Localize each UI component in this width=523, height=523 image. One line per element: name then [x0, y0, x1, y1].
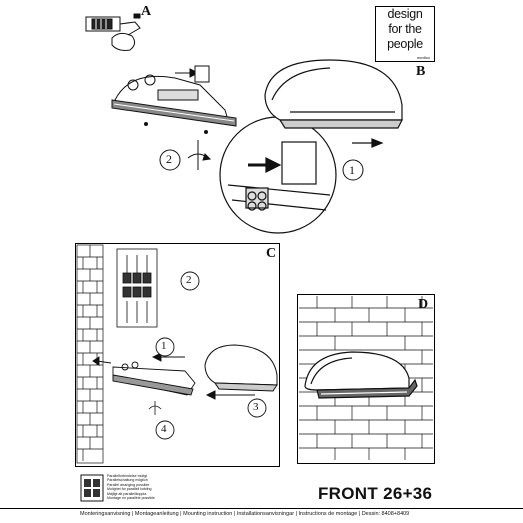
step-c-number-4: 4 [161, 423, 167, 435]
step-c-number-3: 3 [253, 401, 259, 413]
note-fr: Montage en parallèle possible [107, 496, 155, 501]
panel-c-base [92, 352, 196, 396]
panel-c-hood [204, 344, 278, 400]
step-label-c: C [266, 246, 277, 261]
brand-logo: design for the people nordlux [375, 6, 435, 62]
mounting-illustration-top [85, 13, 403, 234]
rotate-screw-sketch [187, 140, 212, 170]
panel-d-illustration [299, 296, 433, 460]
step-number-2: 2 [166, 152, 172, 166]
brand-line-2: for the [388, 22, 422, 36]
brick-wall-left [76, 244, 104, 464]
footer-text: Monteringsanvisning | Montageanleitung |… [80, 511, 410, 517]
detail-zoom-circle [219, 116, 337, 234]
cable-connector-sketch [85, 13, 141, 51]
brand-sub: nordlux [416, 55, 430, 60]
parallel-connection-icon [80, 474, 104, 502]
note-no: Mulighet for parallell kobling [107, 487, 152, 492]
step-label-b: B [416, 64, 426, 79]
brand-line-3: people [387, 37, 423, 51]
step-c-number-1: 1 [161, 340, 167, 352]
lamp-hood-sketch [264, 59, 403, 129]
step-c-number-2: 2 [186, 274, 192, 286]
note-de: Parallelschaltung möglich [107, 478, 148, 483]
note-sv: Mäjligt att parallellkoppla [107, 491, 147, 496]
parallel-wiring-detail [116, 248, 158, 328]
brand-line-1: design [387, 7, 423, 21]
step-label-d: D [418, 297, 429, 312]
panel-c-illustration [76, 244, 278, 464]
footer-divider [0, 508, 523, 509]
note-da: Parallelforbindelse muligt [107, 474, 148, 478]
wall-bracket-sketch [111, 65, 237, 134]
panel-c-screw [148, 401, 162, 415]
model-name: FRONT 26+36 [318, 484, 433, 503]
parallel-notes: Parallelforbindelse muligt Parallelschal… [107, 474, 155, 500]
step-number-1: 1 [349, 163, 355, 177]
slide-in-arrow [352, 138, 384, 148]
step-label-a: A [141, 4, 152, 19]
note-en: Parallel arranging possible [107, 482, 150, 487]
panel-d-lamp [304, 351, 418, 399]
